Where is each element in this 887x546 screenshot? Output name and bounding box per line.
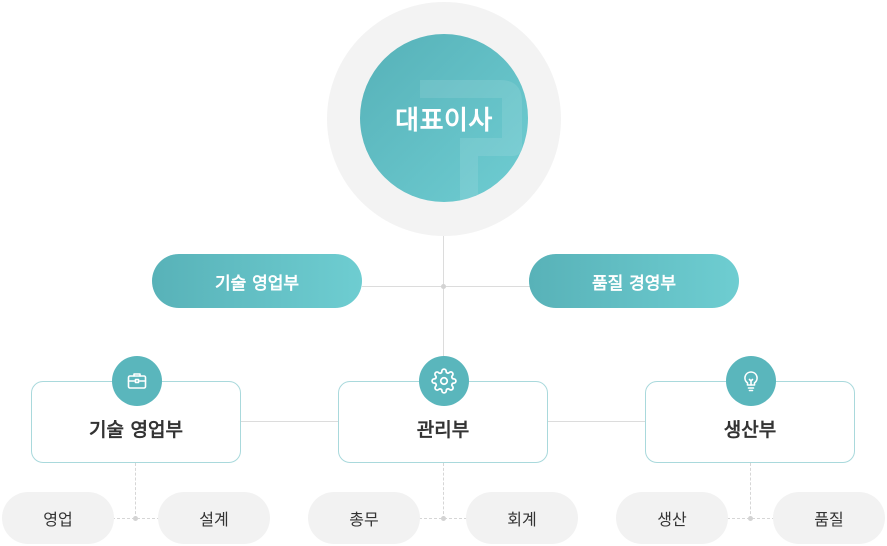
division-pill-tech-sales: 기술 영업부	[152, 254, 362, 308]
connector-dot	[441, 516, 446, 521]
watermark-logo	[420, 80, 522, 202]
connector-line	[362, 286, 530, 287]
connector-line	[548, 421, 645, 422]
department-box-production: 생산부	[645, 356, 855, 463]
connector-dot	[133, 516, 138, 521]
team-chip-design: 설계	[158, 492, 270, 544]
team-chip-quality: 품질	[773, 492, 885, 544]
ceo-node: 대표이사	[360, 34, 528, 202]
team-connector	[443, 463, 444, 519]
briefcase-icon	[112, 356, 162, 406]
connector-dot	[748, 516, 753, 521]
team-chip-production: 생산	[616, 492, 728, 544]
department-name: 관리부	[416, 419, 470, 441]
department-name: 생산부	[723, 419, 777, 441]
division-pill-quality: 품질 경영부	[529, 254, 739, 308]
team-chip-general-affairs: 총무	[308, 492, 420, 544]
department-box-tech-sales: 기술 영업부	[31, 356, 241, 463]
team-chip-sales: 영업	[2, 492, 114, 544]
team-chip-accounting: 회계	[466, 492, 578, 544]
team-connector	[135, 463, 136, 519]
lightbulb-icon	[726, 356, 776, 406]
connector-line	[443, 200, 444, 382]
connector-line	[240, 421, 338, 422]
department-box-management: 관리부	[338, 356, 548, 463]
gear-icon	[419, 356, 469, 406]
connector-dot	[441, 284, 446, 289]
team-connector	[750, 463, 751, 519]
ceo-label: 대표이사	[395, 105, 493, 136]
department-name: 기술 영업부	[88, 419, 183, 441]
